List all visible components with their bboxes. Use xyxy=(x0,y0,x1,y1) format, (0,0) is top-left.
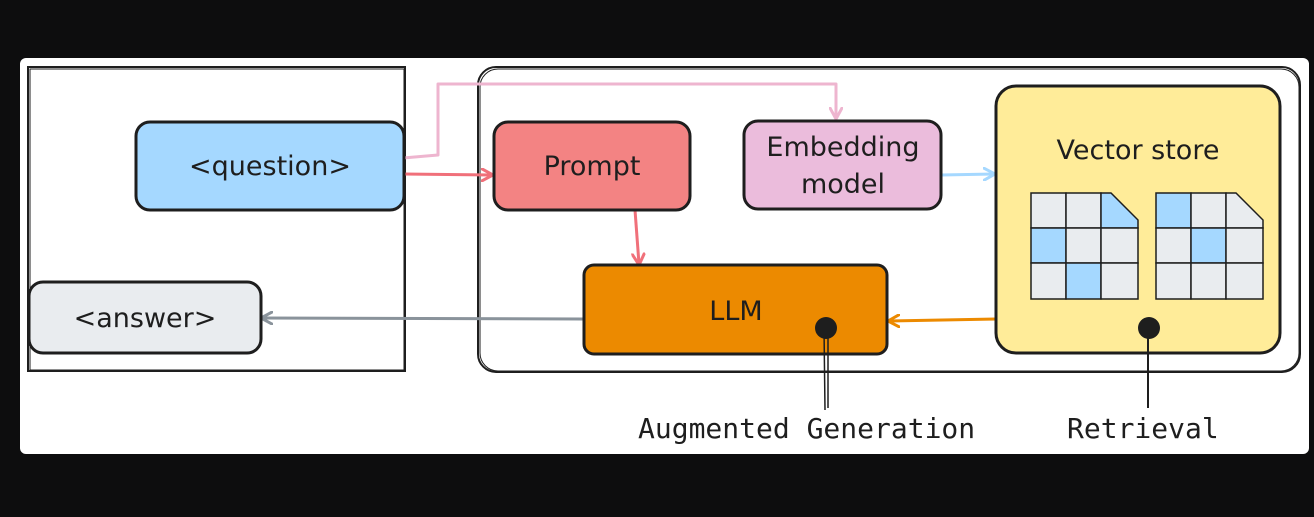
edge-prompt-to-llm xyxy=(635,209,639,264)
edge-question-to-embedding xyxy=(402,82,836,160)
llm-node: LLM xyxy=(582,263,889,356)
embedding-model-label-line1: Embedding xyxy=(766,132,919,163)
rag-container xyxy=(477,66,1301,373)
llm-box xyxy=(582,263,889,356)
edge-vector-store-to-llm xyxy=(889,319,997,321)
prompt-box xyxy=(492,120,692,212)
edge-embedding-to-vector-store xyxy=(940,174,994,175)
question-label: <question> xyxy=(189,151,351,182)
prompt-node: Prompt xyxy=(492,120,692,212)
edge-question-to-prompt xyxy=(402,174,492,175)
vector-document-icon xyxy=(1155,192,1264,300)
question-box xyxy=(134,120,406,212)
answer-box xyxy=(27,280,263,355)
llm-label: LLM xyxy=(709,296,762,327)
question-node: <question> xyxy=(134,120,406,212)
embedding-model-node: Embedding model xyxy=(742,119,943,211)
vector-document-icon xyxy=(1030,192,1139,300)
answer-label: <answer> xyxy=(74,303,217,334)
diagram-canvas: <question> <answer> Prompt Embedding mod… xyxy=(20,58,1309,454)
vector-store-label: Vector store xyxy=(1057,135,1220,166)
embedding-model-box xyxy=(742,119,943,211)
retrieval-annotation-pin xyxy=(1138,317,1160,408)
vector-store-node: Vector store xyxy=(994,84,1282,355)
prompt-label: Prompt xyxy=(544,151,641,182)
embedding-model-label-line2: model xyxy=(801,169,885,200)
user-container xyxy=(27,66,406,372)
retrieval-label: Retrieval xyxy=(1067,412,1219,445)
edge-llm-to-answer xyxy=(262,318,584,319)
generation-annotation-pin xyxy=(815,317,837,411)
answer-node: <answer> xyxy=(27,280,263,355)
augmented-generation-label: Augmented Generation xyxy=(638,412,975,445)
